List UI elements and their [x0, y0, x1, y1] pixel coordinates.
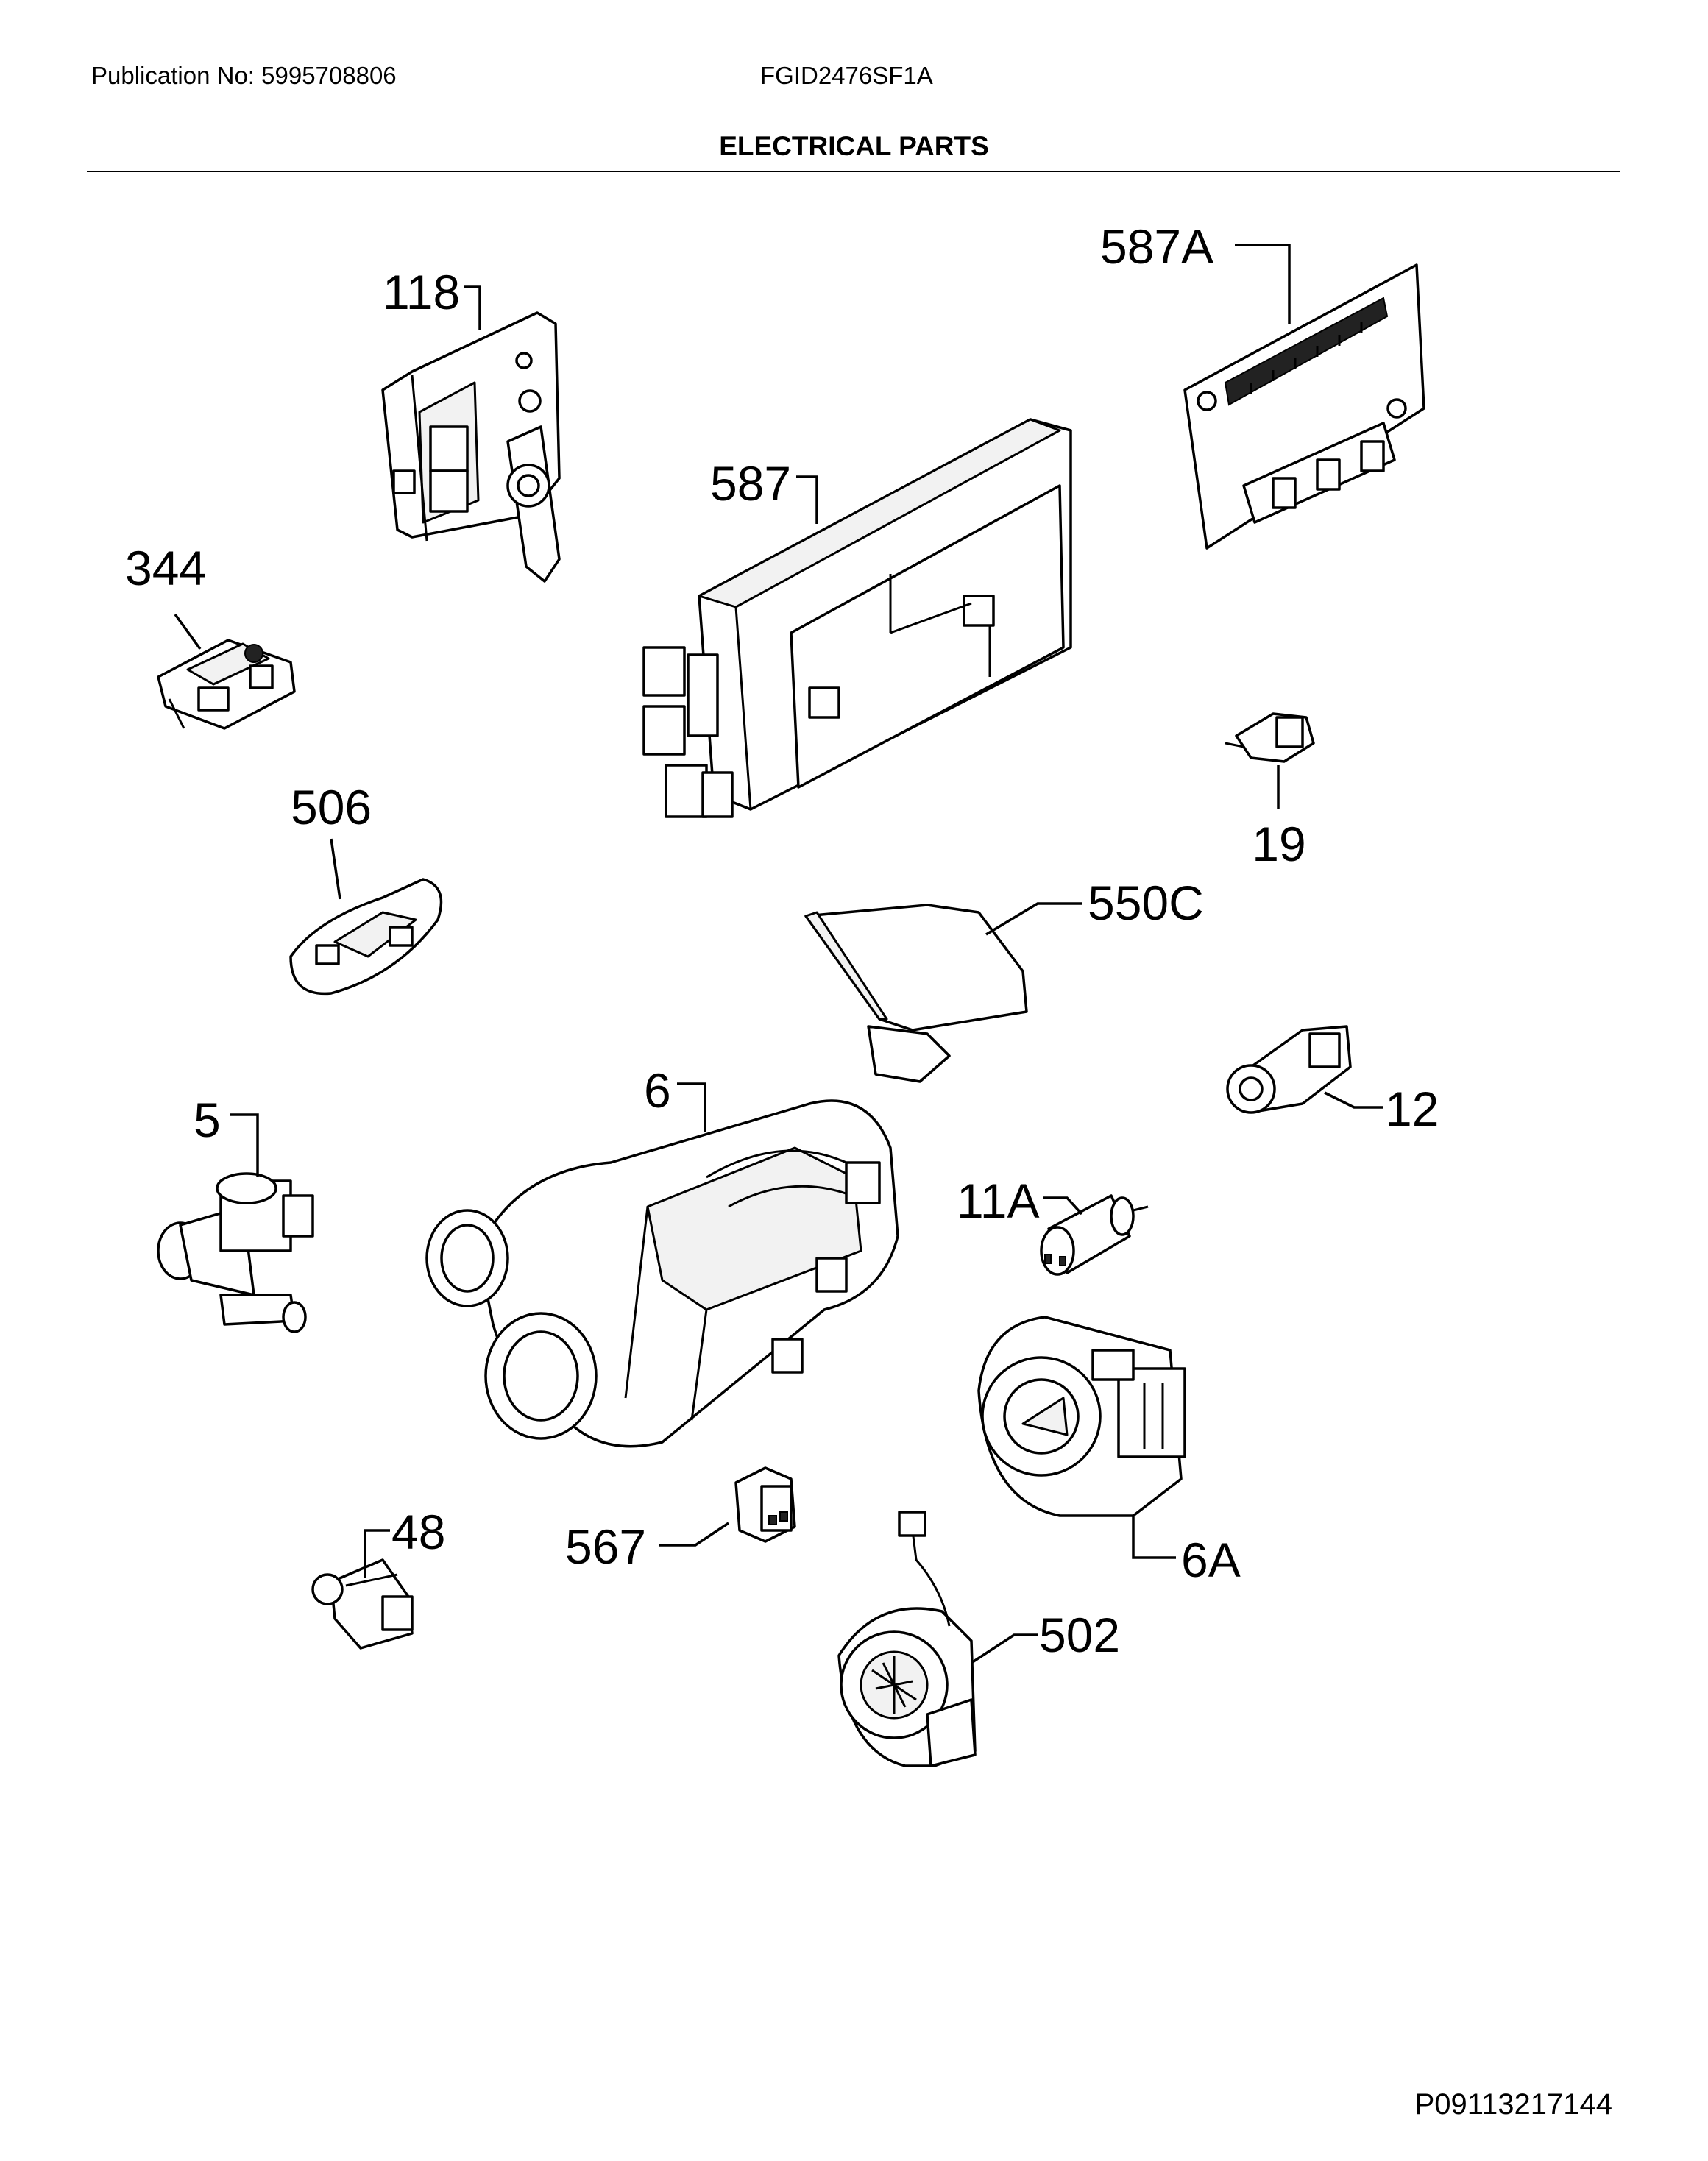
leader-6a	[1132, 1516, 1176, 1559]
callout-587: 587	[710, 456, 791, 511]
callout-506: 506	[291, 780, 372, 834]
leader-118	[464, 285, 481, 330]
leader-587	[796, 475, 818, 524]
part-502-blower-fan	[837, 1511, 977, 1767]
leader-506	[330, 838, 341, 900]
leader-567	[659, 1522, 729, 1547]
leader-6	[677, 1082, 706, 1132]
callout-587a: 587A	[1100, 219, 1213, 274]
callout-6: 6	[644, 1063, 671, 1118]
callout-5: 5	[194, 1093, 221, 1147]
part-587a-circuit-board	[1183, 263, 1425, 550]
leader-5	[230, 1113, 259, 1177]
callout-6a: 6A	[1181, 1533, 1241, 1587]
part-6a-drain-pump	[977, 1316, 1186, 1517]
page-title: ELECTRICAL PARTS	[719, 131, 989, 161]
model-number: FGID2476SF1A	[760, 62, 933, 89]
part-12-sensor	[1226, 1025, 1352, 1114]
callout-48: 48	[391, 1505, 445, 1559]
figure-id: P09113217144	[1414, 2088, 1612, 2121]
header-divider	[87, 171, 1620, 172]
part-344-door-switch	[157, 639, 296, 730]
part-550c-cover	[804, 904, 1028, 1083]
part-48-pressure-sensor	[311, 1558, 414, 1650]
part-587-control-module	[642, 418, 1072, 818]
publication-number: Publication No: 5995708806	[91, 62, 397, 89]
part-567-connector-block	[734, 1466, 796, 1543]
leader-587a	[1235, 244, 1291, 324]
callout-550c: 550C	[1088, 876, 1204, 930]
callout-344: 344	[125, 541, 206, 595]
callout-567: 567	[565, 1519, 646, 1574]
leader-550c	[985, 902, 1082, 936]
leader-502	[971, 1633, 1038, 1664]
callout-11a: 11A	[957, 1174, 1040, 1228]
part-19-connector	[1225, 712, 1315, 763]
callout-12: 12	[1385, 1082, 1439, 1136]
leader-12	[1324, 1091, 1383, 1109]
callout-502: 502	[1039, 1608, 1120, 1662]
part-118-control-bracket	[381, 311, 561, 583]
part-11a-capacitor	[1040, 1194, 1149, 1276]
part-6-circulation-pump	[425, 1099, 899, 1448]
part-506-rinse-aid-sensor	[289, 878, 443, 996]
leader-48	[364, 1529, 390, 1578]
part-5-inlet-valve	[157, 1172, 314, 1333]
callout-118: 118	[383, 265, 460, 319]
leader-344	[174, 613, 202, 650]
callout-19: 19	[1252, 817, 1305, 871]
leader-11a	[1043, 1196, 1083, 1216]
